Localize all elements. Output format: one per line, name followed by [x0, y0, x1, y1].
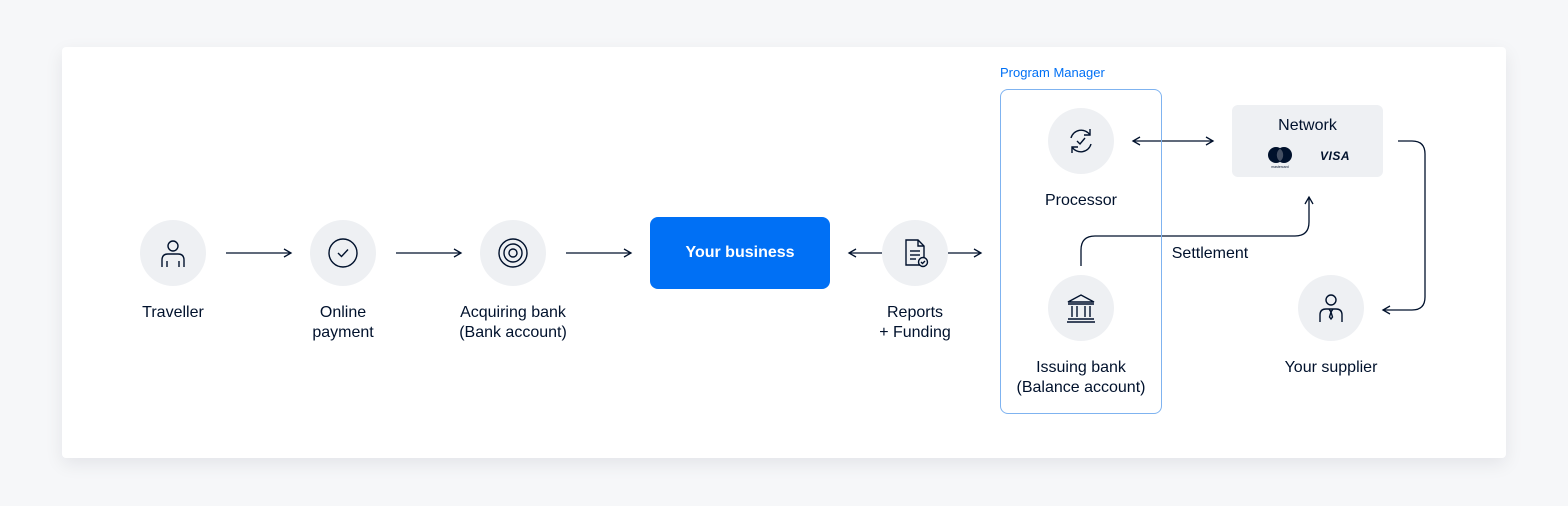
document-check-icon [905, 239, 929, 268]
target-icon [498, 238, 528, 268]
acquiring-bank-node [480, 220, 546, 286]
reports-line1: Reports [886, 304, 944, 321]
issuing-bank-line2: (Balance account) [1016, 379, 1146, 396]
network-title: Network [1278, 117, 1337, 134]
processor-node [1048, 108, 1114, 174]
processor-label: Processor [1044, 192, 1118, 209]
program-manager-label: Program Manager [1000, 65, 1105, 80]
visa-logo: VISA [1320, 149, 1351, 163]
acquiring-bank-line1: Acquiring bank [460, 304, 566, 321]
mastercard-logo: mastercard [1268, 147, 1292, 169]
issuing-bank-node [1048, 275, 1114, 341]
issuing-bank-label: Issuing bank (Balance account) [1006, 358, 1156, 398]
reports-node [882, 220, 948, 286]
arrow-network-to-supplier [1381, 140, 1426, 315]
online-payment-line1: Online [319, 304, 367, 321]
traveller-node [140, 220, 206, 286]
traveller-label: Traveller [142, 304, 204, 321]
online-payment-label: Online payment [293, 303, 393, 343]
reports-label: Reports + Funding [860, 303, 970, 343]
arrow-settlement [1080, 195, 1314, 266]
businessperson-icon [1319, 294, 1343, 322]
check-circle-icon [328, 238, 358, 268]
issuing-bank-line1: Issuing bank [1036, 359, 1126, 376]
program-manager-box [1000, 89, 1162, 414]
reports-line2: + Funding [879, 324, 951, 341]
supplier-node [1298, 275, 1364, 341]
acquiring-bank-line2: (Bank account) [459, 324, 567, 341]
online-payment-line2: payment [312, 324, 374, 341]
bank-icon [1067, 294, 1095, 323]
supplier-label: Your supplier [1284, 359, 1378, 376]
mastercard-text: mastercard [1271, 165, 1289, 169]
acquiring-bank-label: Acquiring bank (Bank account) [443, 303, 583, 343]
person-icon [161, 240, 185, 267]
online-payment-node [310, 220, 376, 286]
sync-check-icon [1070, 129, 1092, 153]
settlement-label: Settlement [1171, 245, 1249, 262]
your-business-box: Your business [650, 217, 830, 289]
network-box: Network mastercard VISA [1232, 105, 1383, 177]
